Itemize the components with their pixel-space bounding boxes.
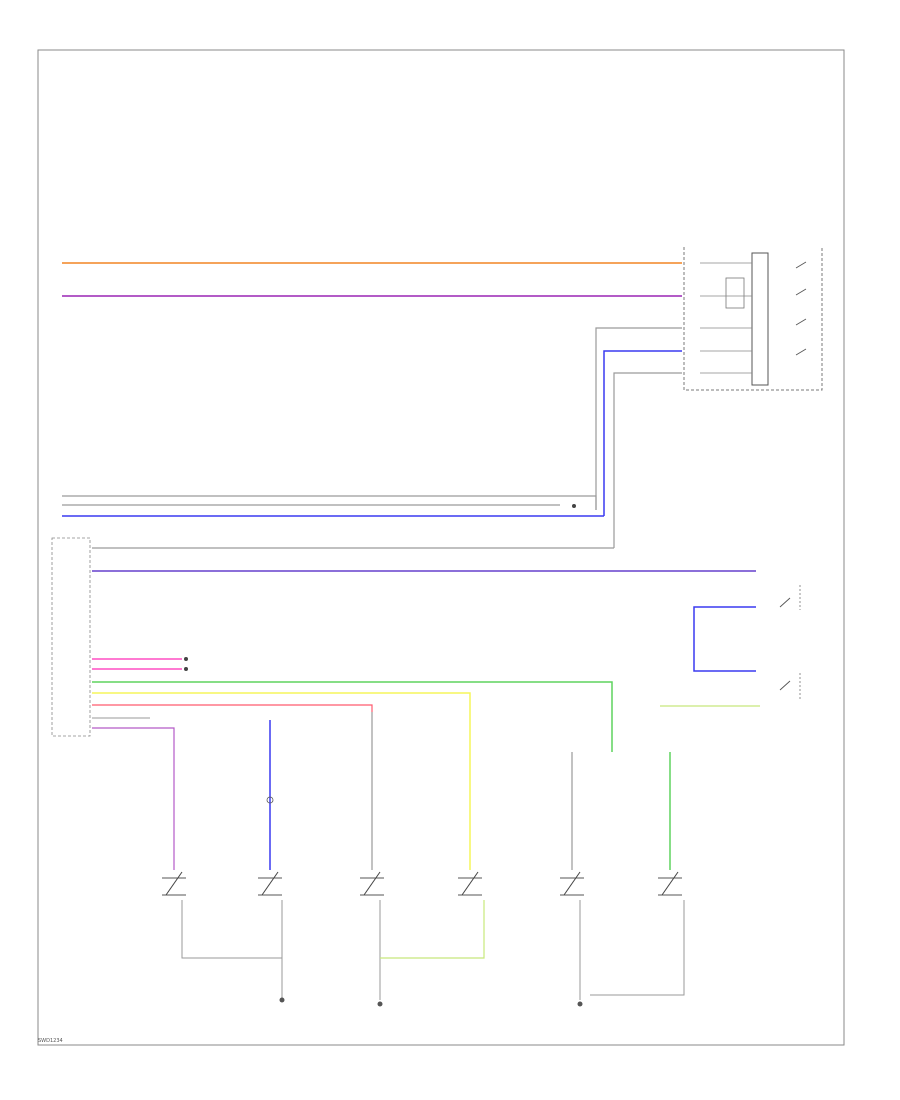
wire-violet-b [92,727,175,870]
door-switch-5 [560,871,584,896]
switch-module [683,247,823,391]
fuel-door-switch-lower [779,673,801,700]
ground-wire-6 [590,900,685,996]
fuel-door-switch-upper [779,585,801,610]
wire-gray-b [613,372,682,548]
wire-yellow-a [92,692,471,870]
door-switch-6 [658,871,682,896]
connector-dot-1 [572,504,576,508]
ground-point-2 [377,1001,383,1007]
wire-gray-e [560,495,597,510]
door-switch-1 [162,871,186,896]
connector-dot-2 [184,657,188,661]
wire-blue-a [603,350,682,516]
wire-green-a [92,681,613,752]
wire-red-a [92,704,373,712]
wire-gray-a [595,327,682,510]
ground-point-1 [279,997,285,1003]
door-switch-2 [258,871,282,896]
connector-dot-3 [184,667,188,671]
ground-point-3 [577,1001,583,1007]
diagram-footer: SWD1234 [38,1038,63,1044]
wire-blue-c [693,606,756,672]
door-switch-3 [360,871,384,896]
connector-dot-4 [266,796,274,804]
door-switch-4 [458,871,482,896]
ground-wire-4 [380,900,485,959]
main-connector [51,537,91,737]
ground-wire-left [181,900,282,959]
diagram-frame [37,49,845,1046]
